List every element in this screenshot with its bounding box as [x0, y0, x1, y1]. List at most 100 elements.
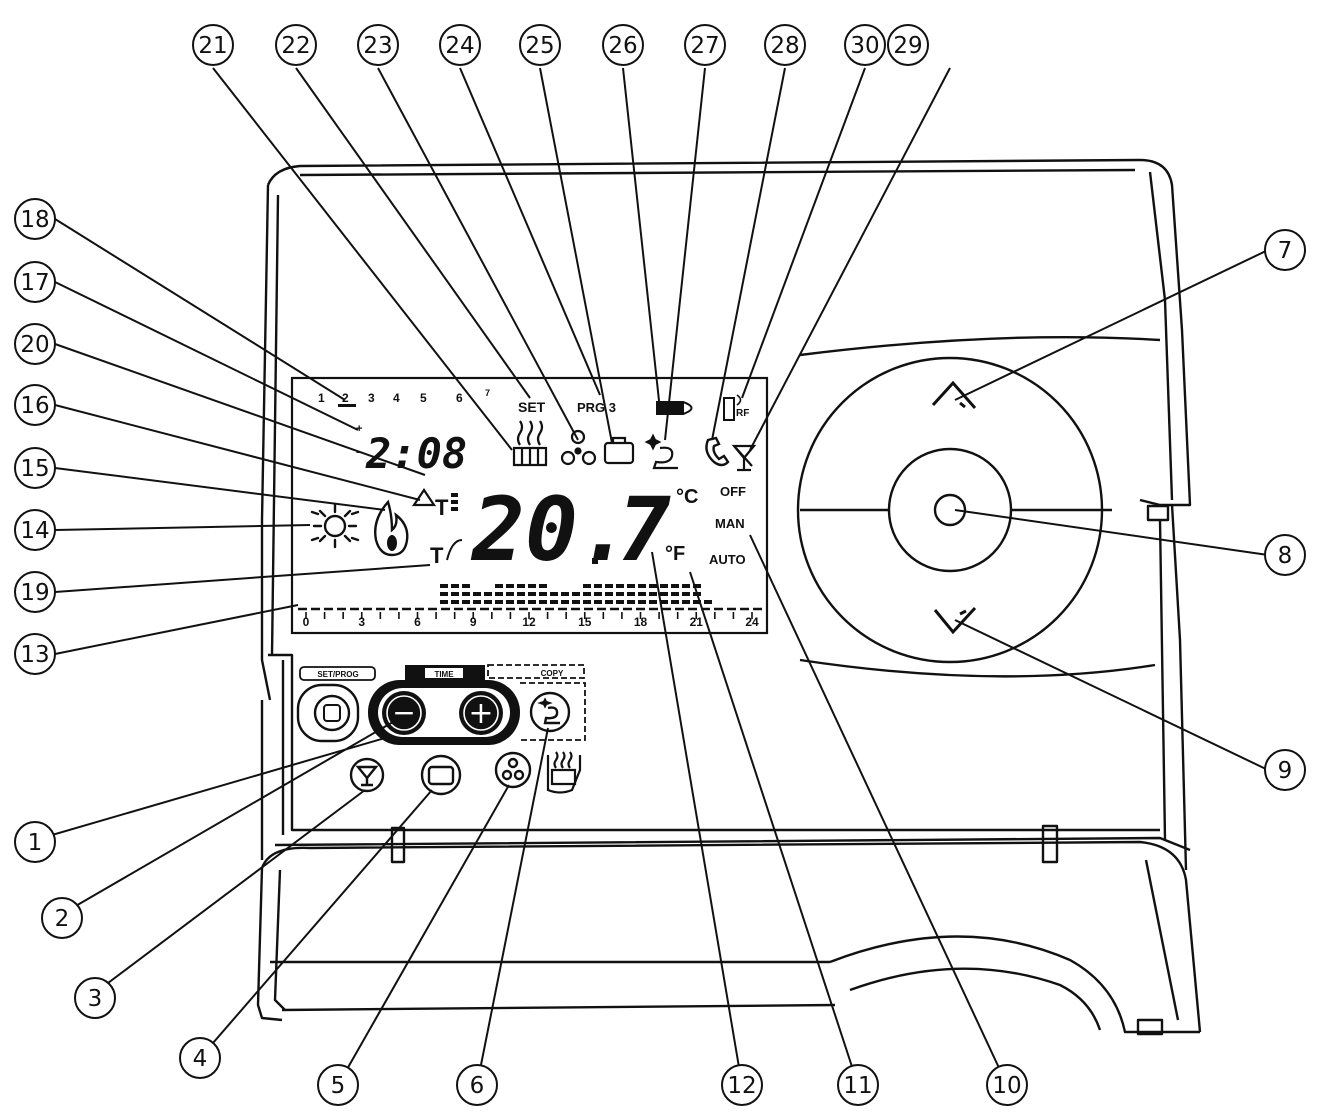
svg-text:7: 7	[1278, 238, 1293, 264]
antifreeze-button[interactable]	[349, 757, 385, 793]
temperature-main: 20.	[470, 478, 631, 581]
holiday-button[interactable]	[420, 754, 462, 796]
svg-text:25: 25	[525, 33, 554, 59]
hour-tick-21: 21	[690, 615, 704, 629]
svg-text:RF: RF	[736, 408, 749, 419]
svg-text:4: 4	[193, 1046, 208, 1072]
svg-text:10: 10	[992, 1073, 1021, 1099]
leader-lines	[27, 67, 1269, 1086]
callout-20: 20	[14, 323, 56, 365]
day-indicator: 1 2 3 4 5 6 7	[318, 388, 490, 407]
lcd-display: 1 2 3 4 5 6 7 + − 2:08 SET PRG 3 RF	[290, 376, 769, 635]
mode-auto: AUTO	[709, 552, 746, 567]
minus-button[interactable]: −	[382, 691, 426, 735]
svg-text:17: 17	[20, 270, 49, 296]
heating-icon	[512, 420, 548, 467]
callout-23: 23	[357, 24, 399, 66]
down-button[interactable]	[933, 606, 977, 635]
svg-text:5: 5	[331, 1073, 346, 1099]
day-2: 2	[342, 391, 349, 405]
callout-22: 22	[275, 24, 317, 66]
day-5: 5	[420, 391, 427, 405]
heating-button[interactable]	[546, 751, 582, 794]
callout-4: 4	[179, 1037, 221, 1079]
svg-text:2: 2	[55, 906, 70, 932]
temperature-decimal: 7	[618, 478, 671, 581]
callout-19: 19	[14, 571, 56, 613]
svg-text:6: 6	[470, 1073, 485, 1099]
hour-tick-0: 0	[303, 615, 310, 629]
callout-8: 8	[1264, 534, 1306, 576]
callout-9: 9	[1264, 749, 1306, 791]
callout-2: 2	[41, 897, 83, 939]
svg-text:T: T	[430, 543, 444, 568]
plus-button[interactable]: +	[459, 691, 503, 735]
svg-text:1: 1	[28, 830, 43, 856]
unit-celsius: °C	[676, 486, 698, 508]
fan-button[interactable]	[494, 751, 532, 789]
callout-10: 10	[986, 1064, 1028, 1106]
svg-text:19: 19	[20, 580, 49, 606]
day-4: 4	[393, 391, 400, 405]
fan-icon	[560, 429, 597, 466]
svg-text:+: +	[356, 423, 362, 435]
copy-button[interactable]	[529, 691, 571, 733]
callout-11: 11	[837, 1064, 879, 1106]
antifreeze-icon	[731, 444, 757, 472]
svg-text:26: 26	[608, 33, 637, 59]
mode-manual: MAN	[715, 516, 745, 531]
svg-text:21: 21	[198, 33, 227, 59]
callout-26: 26	[602, 24, 644, 66]
callout-16: 16	[14, 384, 56, 426]
svg-text:20: 20	[20, 332, 49, 358]
svg-text:23: 23	[363, 33, 392, 59]
day-3: 3	[368, 391, 375, 405]
svg-text:−: −	[356, 447, 362, 459]
set-indicator: SET	[518, 399, 546, 415]
svg-text:+: +	[468, 696, 493, 731]
svg-text:14: 14	[20, 518, 49, 544]
callout-7: 7	[1264, 229, 1306, 271]
callout-21: 21	[192, 24, 234, 66]
svg-text:22: 22	[281, 33, 310, 59]
svg-text:13: 13	[20, 642, 49, 668]
svg-text:11: 11	[843, 1073, 872, 1099]
set-prog-button[interactable]	[296, 683, 360, 743]
selector-wheel	[796, 356, 1112, 664]
copy-icon	[644, 433, 678, 470]
hour-tick-12: 12	[522, 615, 536, 629]
hour-tick-24: 24	[745, 615, 759, 629]
battery-icon	[656, 401, 693, 415]
callout-17: 17	[14, 261, 56, 303]
keypad: SET/PROG TIME COPY − +	[296, 664, 586, 796]
callout-6: 6	[456, 1064, 498, 1106]
callout-15: 15	[14, 447, 56, 489]
rf-icon: RF	[723, 394, 749, 421]
svg-text:9: 9	[1278, 758, 1293, 784]
day-6: 6	[456, 391, 463, 405]
clock-display: + − 2:08	[356, 423, 467, 478]
svg-text:24: 24	[445, 33, 474, 59]
ok-button[interactable]	[887, 447, 1013, 573]
svg-text:15: 15	[20, 456, 49, 482]
day-7: 7	[485, 388, 490, 398]
hour-tick-9: 9	[470, 615, 477, 629]
svg-text:T: T	[435, 495, 449, 520]
cooling-icon	[310, 503, 360, 549]
program-indicator: PRG 3	[577, 400, 616, 415]
holiday-icon	[603, 436, 635, 465]
callout-12: 12	[721, 1064, 763, 1106]
svg-text:28: 28	[770, 33, 799, 59]
phone-icon	[705, 436, 730, 467]
callout-18: 18	[14, 198, 56, 240]
t-curve-icon: T	[430, 539, 463, 568]
callout-24: 24	[439, 24, 481, 66]
t-level-icon: T	[435, 493, 458, 520]
svg-text:30: 30	[850, 33, 879, 59]
up-button[interactable]	[931, 380, 977, 409]
callout-30: 30	[844, 24, 886, 66]
svg-text:18: 18	[20, 207, 49, 233]
